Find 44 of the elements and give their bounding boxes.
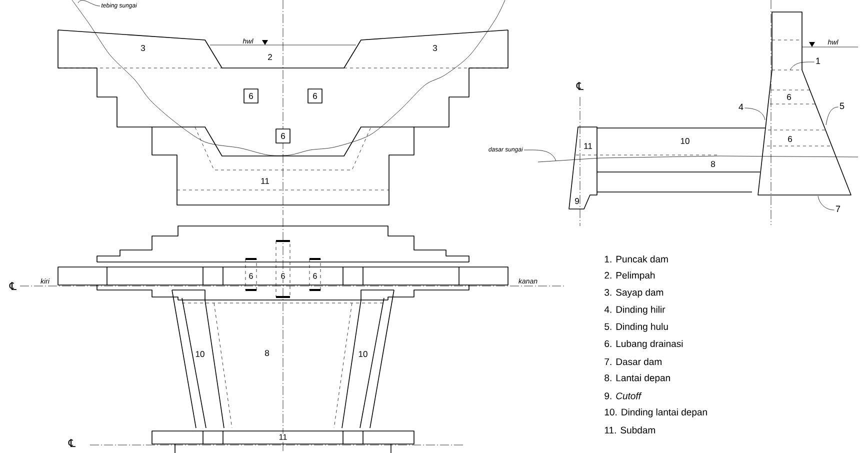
legend-item: 6. Lubang drainasi (604, 340, 683, 349)
leader-line (826, 106, 838, 126)
callout-number: 6 (312, 272, 318, 280)
callout-number: 6 (249, 93, 253, 99)
callout-number: 6 (248, 272, 254, 280)
callout-number: 9 (575, 198, 579, 204)
legend-item: 5. Dinding hulu (604, 322, 668, 332)
callout-text: 1 (816, 58, 820, 64)
callout-number: 6 (280, 272, 286, 280)
centerline-symbol: ℄ (576, 82, 584, 90)
leader-line (524, 150, 556, 162)
legend-item: 8. Lantai depan (604, 374, 670, 384)
legend-item: 11. Subdam (604, 426, 655, 434)
callout-number: 10 (680, 138, 690, 144)
callout-number: 2 (268, 54, 272, 60)
legend-item: 1. Puncak dam (604, 256, 668, 262)
callout-number: 6 (313, 93, 317, 99)
callout-number: 6 (281, 133, 285, 139)
legend-item: 2. Pelimpah (604, 272, 655, 281)
callout-text: 4 (738, 104, 744, 110)
callout-number: 10 (358, 351, 368, 357)
callout-number: 6 (787, 94, 791, 100)
leader-line (744, 108, 766, 120)
legend-item: 7. Dasar dam (604, 358, 662, 366)
callout-number: 8 (265, 350, 269, 356)
centerline-symbol: ℄ (9, 282, 16, 290)
callout-number: 3 (432, 45, 437, 51)
callout-number: 11 (278, 434, 288, 440)
callout-number: 10 (196, 351, 204, 357)
leader-line (790, 62, 814, 70)
callout-number: 11 (584, 143, 592, 149)
legend-item: 10. Dinding lantai depan (604, 408, 707, 418)
centerline-symbol: ℄ (68, 439, 76, 448)
callout-number: 3 (140, 45, 145, 51)
legend-item: 4. Dinding hilir (604, 306, 666, 315)
callout-number: 8 (711, 161, 715, 167)
legend-item: 3. Sayap dam (604, 288, 664, 298)
callout-text: 7 (836, 206, 840, 212)
leader-line (78, 0, 100, 6)
legend-item: 9. Cutoff (604, 392, 642, 400)
callout-text: 5 (840, 102, 844, 110)
callout-number: 6 (788, 136, 792, 142)
leader-line (818, 196, 834, 210)
callout-number: 11 (261, 178, 269, 184)
